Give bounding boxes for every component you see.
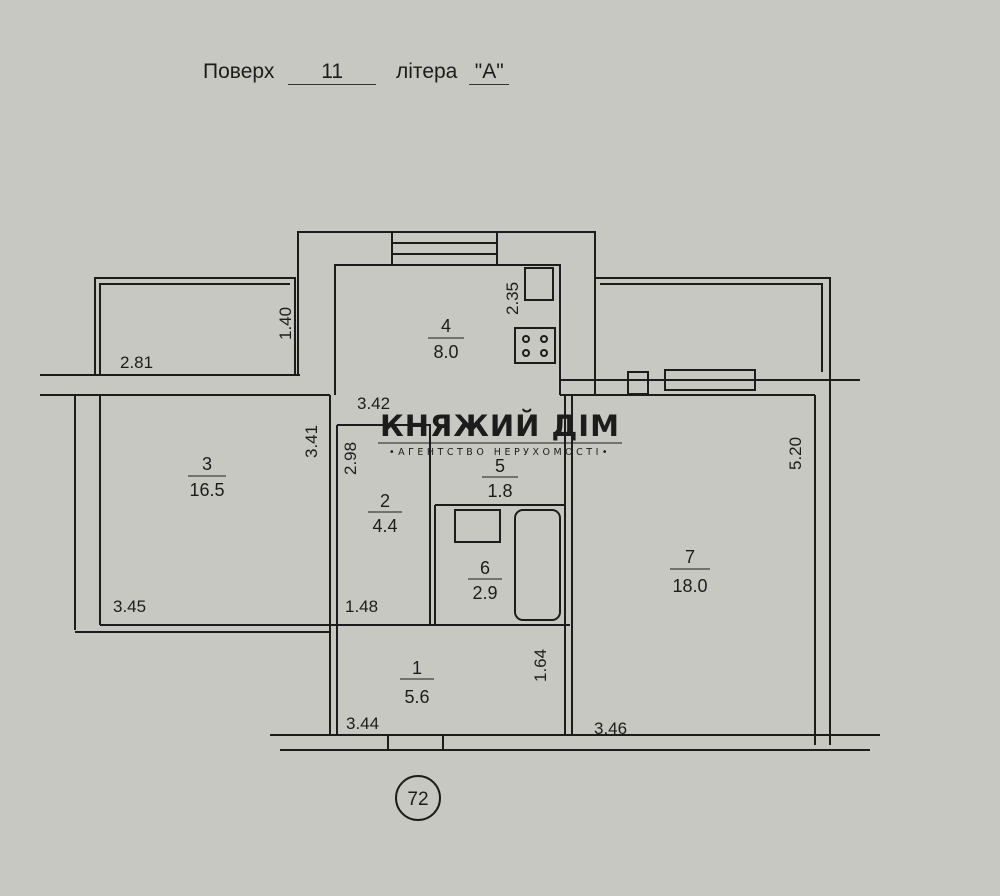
dim-room3-width: 3.45 [113,597,146,616]
walls [40,231,880,821]
watermark-title: КНЯЖИЙ ДІМ [380,409,620,443]
room-1-number: 1 [412,658,422,678]
room-5-area: 1.8 [487,481,512,501]
room-2-area: 4.4 [372,516,397,536]
dim-kitchen-width: 3.42 [357,394,390,413]
room-6-area: 2.9 [472,583,497,603]
apartment-number: 72 [407,789,428,810]
letter-value: "A" [469,60,510,85]
floor-label: Поверх [203,60,275,83]
room-4-number: 4 [441,316,451,336]
dim-room2-width: 1.48 [345,597,378,616]
watermark: КНЯЖИЙ ДІМ •АГЕНТСТВО НЕРУХОМОСТІ• [378,409,622,458]
room-3-area: 16.5 [189,480,224,500]
dim-room7-depth: 5.20 [786,437,805,470]
dim-kitchen-depth: 2.35 [503,282,522,315]
floor-header: Поверх 11 літера "A" [203,60,510,85]
dim-balcony-width: 2.81 [120,353,153,372]
dim-room2-depth: 2.98 [341,442,360,475]
dimension-labels: 2.81 1.40 2.35 3.42 3.41 2.98 5.20 3.45 … [113,282,805,810]
room-labels: 4 8.0 3 16.5 2 4.4 5 1.8 6 2.9 7 18.0 1 … [188,316,710,707]
room-7-number: 7 [685,547,695,567]
room-4-area: 8.0 [433,342,458,362]
room-6-number: 6 [480,558,490,578]
room-7-area: 18.0 [672,576,707,596]
room-5-number: 5 [495,456,505,476]
dim-room1-width: 3.44 [346,714,379,733]
watermark-subtitle: •АГЕНТСТВО НЕРУХОМОСТІ• [389,447,611,458]
room-3-number: 3 [202,454,212,474]
dim-room1-depth: 1.64 [531,649,550,682]
dim-room7-width: 3.46 [594,719,627,738]
letter-label: літера [396,60,458,83]
floor-value: 11 [288,60,377,85]
dim-room3-depth: 3.41 [302,425,321,458]
dim-balcony-depth: 1.40 [276,307,295,340]
room-2-number: 2 [380,491,390,511]
room-1-area: 5.6 [404,687,429,707]
